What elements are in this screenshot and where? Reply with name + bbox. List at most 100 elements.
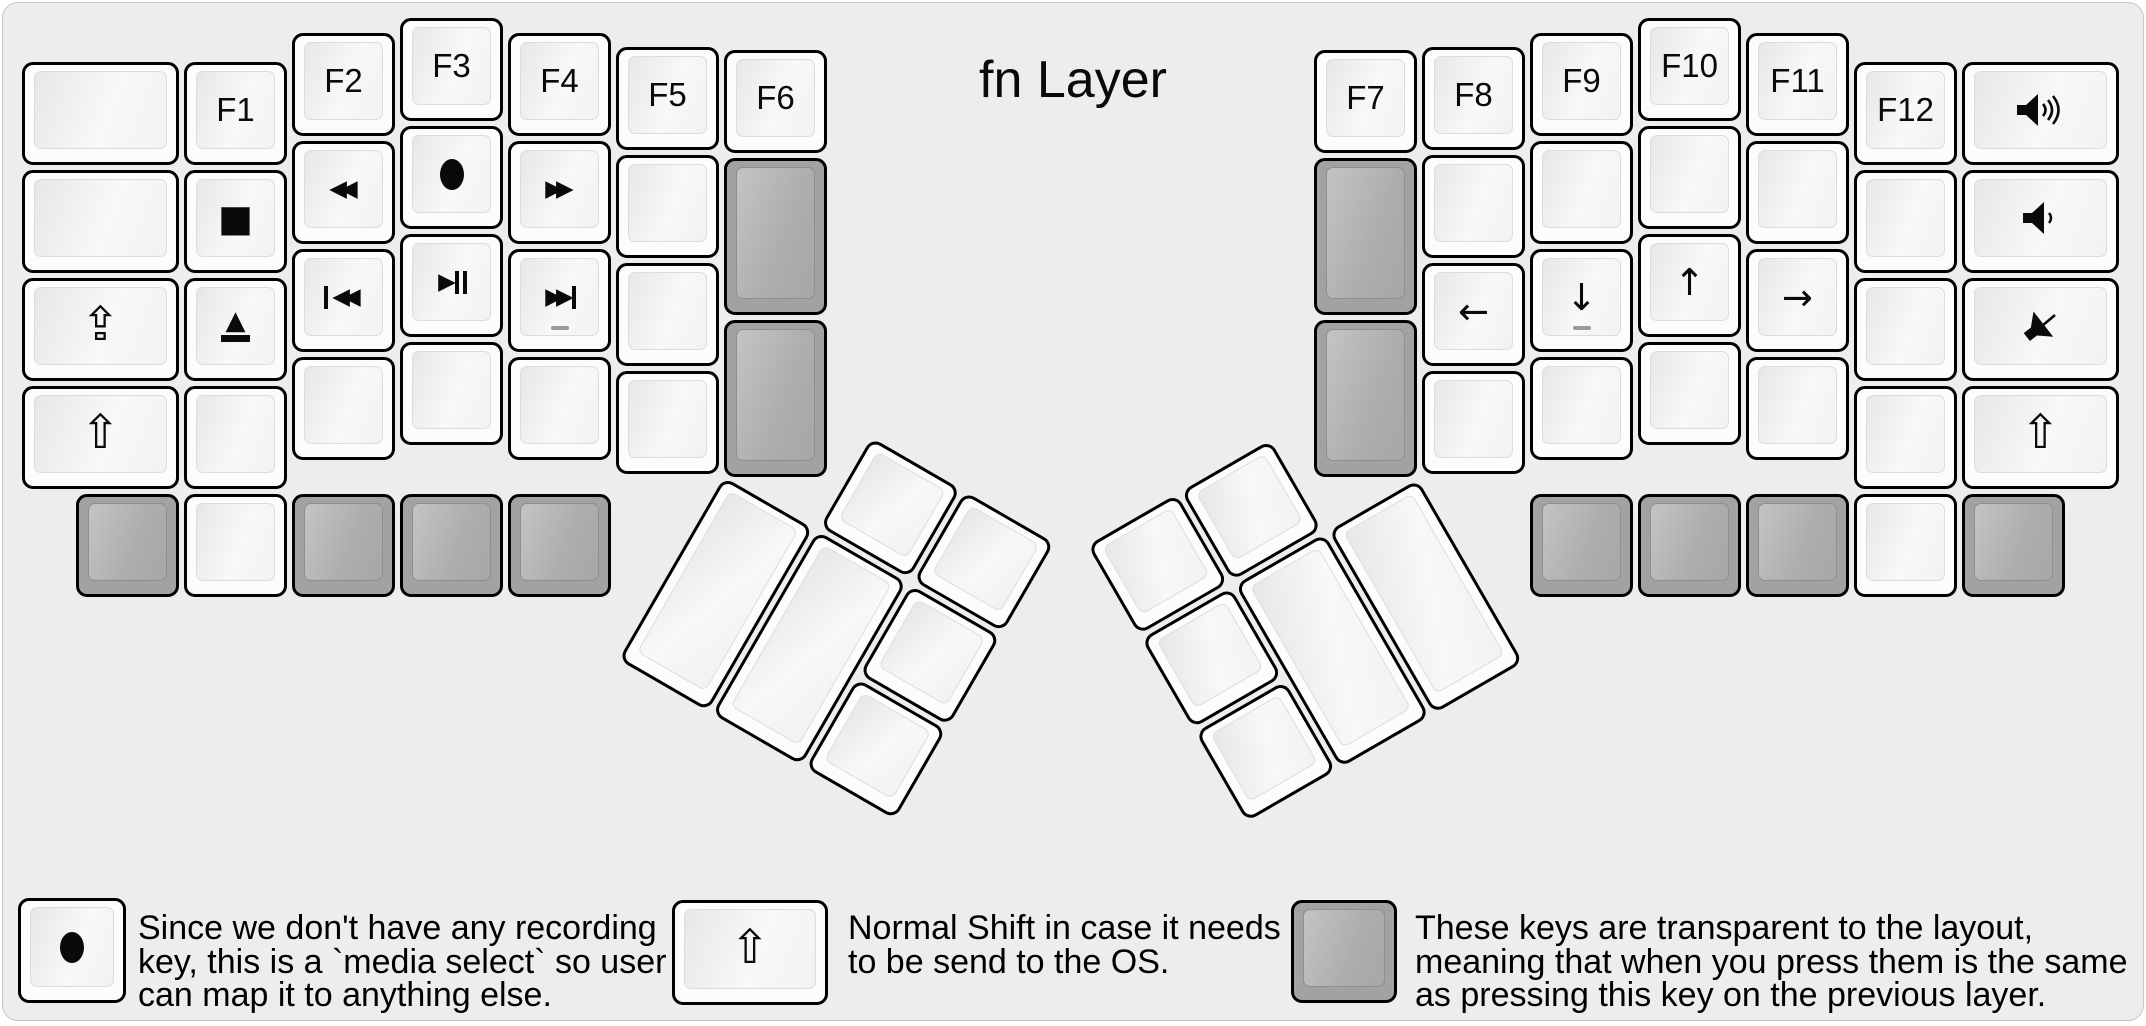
key-volume-up	[1962, 62, 2119, 165]
key-f1: F1	[184, 62, 287, 165]
key-f12-cap: F12	[1866, 71, 1945, 149]
key-f1-cap: F1	[196, 71, 275, 149]
key-f7-cap: F7	[1326, 59, 1405, 137]
key-arrow-left-cap: ←	[1434, 272, 1513, 350]
l-outer-r1-blank-cap	[34, 71, 167, 149]
key-f5: F5	[616, 47, 719, 150]
key-play-pause-cap: ▶	[412, 243, 491, 321]
key-label: F8	[1454, 76, 1493, 113]
rthumb-low-cap	[1210, 694, 1318, 802]
legend-line: These keys are transparent to the layout…	[1415, 909, 2034, 947]
key-shift-left: ⇧	[22, 386, 179, 489]
key-volume-up-cap	[1974, 71, 2107, 149]
l-bottom-blank-cap	[196, 503, 275, 581]
stop-icon: ■	[218, 196, 253, 240]
key-mute	[1962, 278, 2119, 381]
r-c6-r2-blank-cap	[1866, 179, 1945, 257]
r-c5-r2-blank	[1746, 141, 1849, 244]
key-arrow-right-cap: →	[1758, 258, 1837, 336]
lthumb-low-cap	[823, 692, 932, 800]
key-label: F9	[1562, 62, 1601, 99]
key-caps-lock: ⇪	[22, 278, 179, 381]
caps-lock-icon: ⇪	[80, 296, 121, 352]
r-c4-r4-blank-cap	[1650, 351, 1729, 429]
key-media-select	[400, 126, 503, 229]
r-c3-r4-blank-cap	[1542, 366, 1621, 444]
key-f12: F12	[1854, 62, 1957, 165]
l-inner-transparent-2	[724, 320, 827, 477]
l-c4-r4-blank	[400, 342, 503, 445]
r-c6-r4-blank-cap	[1866, 395, 1945, 473]
l-c4-r4-blank-cap	[412, 351, 491, 429]
key-arrow-down: ↓	[1530, 249, 1633, 352]
rthumb-top-2-cap	[1102, 507, 1210, 615]
legend-line: as pressing this key on the previous lay…	[1415, 976, 2047, 1014]
l-bottom-transparent-2-cap	[304, 503, 383, 581]
key-eject: ▲	[184, 278, 287, 381]
key-prev-track-cap: ◀◀	[304, 258, 383, 336]
l-bottom-blank	[184, 494, 287, 597]
r-bottom-transparent-3	[1746, 494, 1849, 597]
key-volume-down-cap	[1974, 179, 2107, 257]
key-label: F1	[216, 91, 255, 128]
key-shift-right: ⇧	[1962, 386, 2119, 489]
previous-track-icon: ◀◀	[324, 285, 362, 309]
r-c4-r2-blank	[1638, 126, 1741, 229]
r-c2-r2-blank-cap	[1434, 164, 1513, 242]
r-inner-transparent-2	[1314, 320, 1417, 477]
l-c6-r4-blank-cap	[628, 380, 707, 458]
key-f7: F7	[1314, 50, 1417, 153]
play-pause-icon: ▶	[436, 270, 467, 294]
shift-icon: ⇧	[2020, 404, 2061, 460]
r-bottom-transparent-4	[1962, 494, 2065, 597]
l-outer-r1-blank	[22, 62, 179, 165]
mute-icon	[2019, 306, 2063, 346]
legend-line: Since we don't have any recording	[138, 909, 657, 947]
l-bottom-transparent-4	[508, 494, 611, 597]
r-c4-r4-blank	[1638, 342, 1741, 445]
key-next-track-cap: ▶▶	[520, 258, 599, 336]
r-c3-r2-blank-cap	[1542, 150, 1621, 228]
r-inner-transparent-2-cap	[1326, 329, 1405, 461]
fast-forward-icon: ▶▶	[545, 175, 573, 202]
r-inner-transparent-1-cap	[1326, 167, 1405, 299]
legend-shift-key-cap: ⇧	[684, 909, 816, 989]
l-bottom-transparent-3	[400, 494, 503, 597]
key-mute-cap	[1974, 287, 2107, 365]
l-inner-transparent-2-cap	[736, 329, 815, 461]
l-bottom-transparent-2	[292, 494, 395, 597]
key-f4-cap: F4	[520, 42, 599, 120]
key-f5-cap: F5	[628, 56, 707, 134]
homing-bar	[550, 326, 569, 330]
legend-line: Normal Shift in case it needs	[848, 909, 1281, 947]
r-bottom-transparent-2	[1638, 494, 1741, 597]
r-c6-r2-blank	[1854, 170, 1957, 273]
rthumb-top-1-cap	[1195, 453, 1304, 561]
legend-line: key, this is a `media select` so user	[138, 942, 667, 981]
legend-transparent-key-cap	[1303, 909, 1385, 987]
r-c5-r4-blank-cap	[1758, 366, 1837, 444]
r-c6-r4-blank	[1854, 386, 1957, 489]
arrow-up-icon: ↑	[1673, 260, 1705, 304]
r-c5-r2-blank-cap	[1758, 150, 1837, 228]
l-c6-r4-blank	[616, 371, 719, 474]
legend-transparent-key	[1291, 900, 1397, 1003]
l-c5-r4-blank	[508, 357, 611, 460]
key-label: F10	[1661, 47, 1718, 84]
l-outer-r2-blank	[22, 170, 179, 273]
rewind-icon: ◀◀	[329, 175, 357, 202]
key-label: F4	[540, 62, 579, 99]
l-bottom-transparent-4-cap	[520, 503, 599, 581]
key-arrow-up-cap: ↑	[1650, 243, 1729, 321]
lthumb-top-1-cap	[838, 451, 946, 559]
key-label: F11	[1770, 62, 1825, 99]
r-c2-r4-blank	[1422, 371, 1525, 474]
r-bottom-transparent-1-cap	[1542, 503, 1621, 581]
l-c3-r4-blank-cap	[304, 366, 383, 444]
key-shift-left-cap: ⇧	[34, 395, 167, 473]
key-volume-down	[1962, 170, 2119, 273]
lthumb-mid-cap	[877, 598, 986, 706]
key-label: F6	[756, 79, 795, 116]
r-c4-r2-blank-cap	[1650, 135, 1729, 213]
